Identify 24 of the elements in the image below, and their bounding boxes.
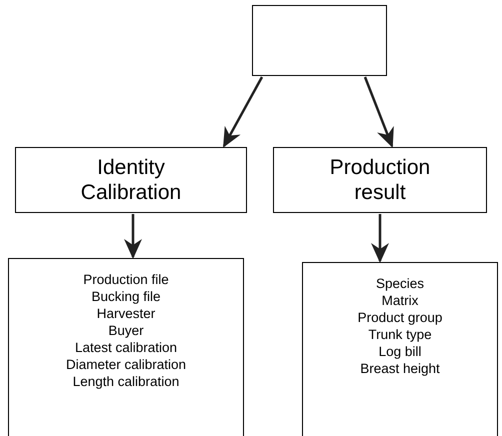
arrow (124, 214, 142, 259)
list-box (8, 258, 244, 436)
item-list: Harvester (96, 305, 156, 322)
arrow (371, 214, 389, 263)
item-list: Breast height (360, 360, 440, 377)
item-list: Log bill (378, 343, 422, 360)
item-list: Matrix (382, 292, 418, 309)
list-box (302, 262, 498, 436)
item-list: Length calibration (72, 373, 180, 390)
item-list: Production file (83, 271, 169, 288)
item-list: Trunk type (368, 326, 432, 343)
item-list: Product group (358, 309, 442, 326)
item-list: Species (376, 275, 424, 292)
arrow (222, 76, 264, 148)
item-list: Bucking file (91, 288, 161, 305)
process-box (273, 147, 487, 213)
box-label: Production result (328, 154, 432, 206)
item-list: Diameter calibration (66, 356, 186, 373)
process-box (15, 147, 247, 213)
empty-box (252, 5, 387, 76)
arrow (364, 76, 394, 148)
item-list: Latest calibration (74, 339, 178, 356)
box-label: Identity Calibration (80, 154, 182, 206)
item-list: Buyer (108, 322, 144, 339)
